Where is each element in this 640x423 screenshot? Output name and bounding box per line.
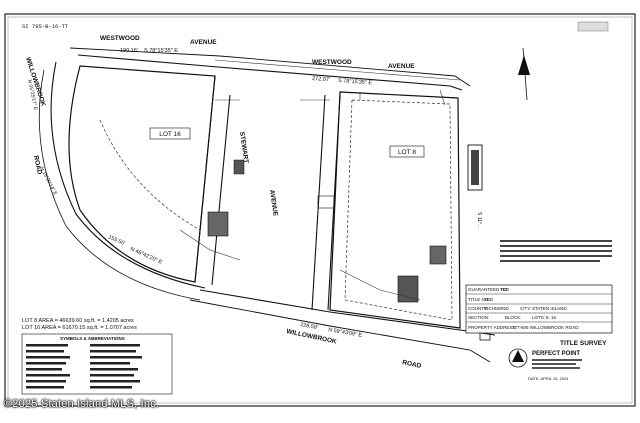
address-label: PROPERTY ADDRESS: bbox=[468, 325, 517, 330]
lot-16-label-box bbox=[149, 127, 191, 140]
willowbrook-road-south-outer bbox=[189, 299, 491, 363]
stamp-box bbox=[577, 21, 609, 32]
lot-16-area: LOT 16 AREA = 61670.15 sq.ft. = 1.0707 a… bbox=[22, 325, 137, 331]
title-no-label: TITLE NO: bbox=[468, 297, 490, 302]
stewart-avenue-west-line bbox=[211, 94, 231, 286]
lot-8-boundary bbox=[329, 91, 461, 329]
lot8-small-structure bbox=[317, 195, 335, 209]
county-value: RICHMOND bbox=[484, 306, 509, 311]
file-reference: SI 795-B-16-TT bbox=[22, 23, 69, 30]
company-logo-mark-icon bbox=[512, 350, 524, 362]
survey-ticks bbox=[215, 89, 446, 106]
right-neighbor-building-fill bbox=[471, 150, 479, 185]
city-label: CITY: bbox=[520, 306, 531, 311]
bearing-bottom-dist: 228.59' bbox=[300, 322, 319, 331]
lot-8-area: LOT 8 AREA = 46639.60 sq.ft. = 1.4205 ac… bbox=[22, 318, 134, 324]
lot-8-setback-line bbox=[344, 99, 453, 321]
sheet-inner-border bbox=[7, 16, 633, 404]
lot-8-label-box bbox=[389, 145, 425, 158]
lot-16-label: LOT 16 bbox=[159, 131, 181, 138]
lot-16-boundary bbox=[68, 65, 216, 283]
lot-8-label: LOT 8 bbox=[398, 149, 416, 156]
bearing-top-left: S 78°15'35" E bbox=[144, 48, 178, 54]
survey-date: DATE: APRIL 15, 2024 bbox=[528, 376, 569, 381]
willowbrook-road-west-edge bbox=[50, 61, 206, 289]
title-block bbox=[465, 284, 613, 334]
label-avenue-left: AVENUE bbox=[190, 39, 217, 46]
mls-watermark: ©2025 Staten Island MLS, Inc. bbox=[4, 398, 160, 410]
survey-notes bbox=[500, 240, 612, 262]
bearing-top-right: S 78°15'35" E bbox=[338, 78, 373, 86]
symbols-legend-rows bbox=[26, 344, 142, 389]
symbols-legend-title: SYMBOLS & ABBREVIATIONS bbox=[60, 336, 125, 341]
guaranteed-to-label: GUARANTEED TO: bbox=[468, 287, 508, 292]
block-label: BLOCK: bbox=[505, 315, 522, 320]
willowbrook-road-west-outer bbox=[38, 69, 201, 301]
north-arrow-icon bbox=[518, 55, 530, 75]
bearing-top-right-dist: 272.07' bbox=[312, 76, 330, 83]
property-address: 777-805 WILLOWBROOK ROAD bbox=[512, 325, 579, 330]
label-avenue-right: AVENUE bbox=[388, 63, 415, 70]
company-name: PERFECT POINT bbox=[532, 351, 580, 357]
label-road-bottom: ROAD bbox=[402, 359, 422, 370]
label-westwood-right: WESTWOOD bbox=[312, 59, 352, 66]
city-value: STATEN ISLAND bbox=[532, 306, 567, 311]
bearing-right-side: S 11°... bbox=[476, 212, 482, 228]
label-stewart: STEWART bbox=[238, 131, 249, 163]
lots-value: 8, 16 bbox=[546, 315, 557, 320]
label-stewart-avenue: AVENUE bbox=[268, 189, 279, 217]
survey-type: TITLE SURVEY bbox=[560, 340, 607, 347]
section-label: SECTION: bbox=[468, 315, 489, 320]
label-road-left: ROAD bbox=[32, 155, 43, 175]
westwood-road-edge-south bbox=[77, 54, 463, 91]
grading-lines bbox=[179, 229, 421, 301]
company-details bbox=[532, 359, 582, 369]
lot8-house bbox=[397, 275, 419, 303]
company-logo-icon bbox=[508, 348, 528, 368]
lot8-garage bbox=[429, 245, 447, 265]
label-westwood-left: WESTWOOD bbox=[100, 35, 140, 42]
lot-16-building-line bbox=[99, 119, 201, 231]
bearing-bottom: N 59°43'09" E bbox=[328, 327, 363, 339]
right-neighbor-building bbox=[467, 144, 483, 191]
lots-label: LOTS: bbox=[532, 315, 545, 320]
lot16-structure-2 bbox=[207, 211, 229, 237]
guaranteed-to-value: TBD bbox=[500, 287, 510, 292]
stewart-avenue-west-edge bbox=[194, 75, 216, 283]
county-label: COUNTY: bbox=[468, 306, 488, 311]
title-no-value: TBD bbox=[484, 297, 494, 302]
stewart-avenue-east-line bbox=[311, 94, 326, 311]
lot16-structure-1 bbox=[233, 159, 245, 175]
bearing-top-left-dist: 190.16' bbox=[120, 48, 138, 54]
westwood-road-edge-north bbox=[69, 47, 471, 87]
westwood-centerline bbox=[214, 59, 461, 81]
